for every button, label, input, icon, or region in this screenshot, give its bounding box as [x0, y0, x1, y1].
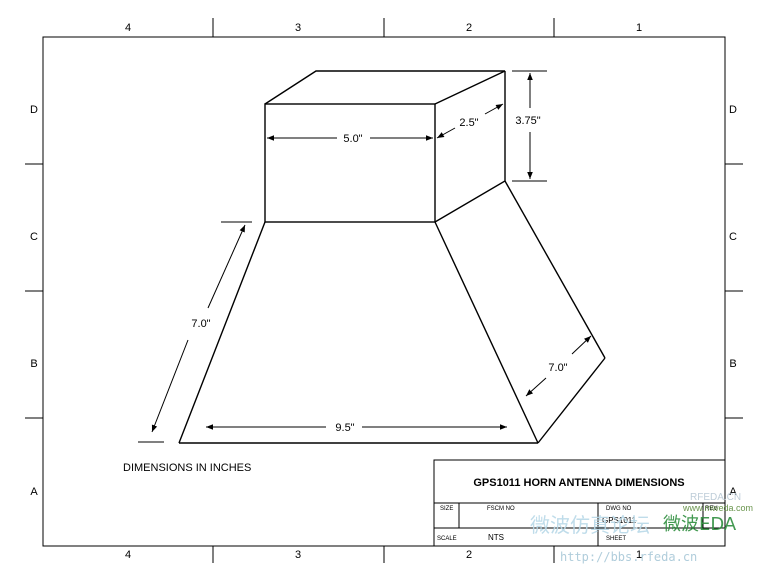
- flare-side-bottom-edge: [537, 357, 606, 444]
- top-col-4: 4: [125, 22, 131, 34]
- left-row-a: A: [30, 486, 38, 498]
- dimension-lines: [138, 70, 592, 443]
- dwg-no-label: DWG NO: [606, 506, 632, 512]
- rev-label: REV: [705, 506, 717, 512]
- size-label: SIZE: [440, 506, 453, 512]
- bottom-col-4: 4: [125, 549, 131, 561]
- dwg-no-value: GPS1011: [602, 516, 637, 525]
- flare-left-edge: [178, 221, 266, 444]
- dim-top-depth-label: 2.5": [459, 117, 478, 129]
- box-front-face: [264, 103, 436, 223]
- title-block: [433, 459, 726, 547]
- dim-top-width-label: 5.0": [343, 133, 362, 145]
- sheet-label: SHEET: [606, 536, 626, 542]
- bottom-zone-ticks: [212, 546, 555, 563]
- dim-right-slant-label: 7.0": [548, 362, 567, 374]
- top-col-2: 2: [466, 22, 472, 34]
- flare-front-right-edge: [434, 221, 539, 444]
- watermark-chinese: 微波仿真论坛: [530, 513, 650, 537]
- box-right-face: [434, 71, 506, 223]
- bottom-col-2: 2: [466, 549, 472, 561]
- left-zone-ticks: [25, 163, 43, 419]
- dim-left-slant-label: 7.0": [191, 318, 210, 330]
- left-row-c: C: [30, 231, 38, 243]
- flare-back-right-edge: [504, 180, 606, 359]
- left-row-b: B: [30, 358, 37, 370]
- right-row-a: A: [729, 486, 737, 498]
- top-col-1: 1: [636, 22, 642, 34]
- box-top-face: [264, 70, 506, 105]
- top-col-3: 3: [295, 22, 301, 34]
- watermark-url-1: www.mweda.com: [682, 503, 753, 513]
- watermark: RFEDA.CN www.mweda.com 微波仿真论坛 微波EDA http…: [530, 492, 753, 564]
- dimensions-note: DIMENSIONS IN INCHES: [123, 462, 251, 474]
- watermark-brand: RFEDA.CN: [690, 492, 741, 503]
- watermark-logo: 微波EDA: [663, 514, 737, 535]
- right-row-d: D: [729, 104, 737, 116]
- dim-bottom-width-label: 9.5": [335, 422, 354, 434]
- watermark-url-2: http://bbs.rfeda.cn: [560, 550, 697, 564]
- left-row-d: D: [30, 104, 38, 116]
- right-row-c: C: [729, 231, 737, 243]
- right-row-b: B: [729, 358, 736, 370]
- scale-value: NTS: [488, 533, 504, 542]
- scale-label: SCALE: [437, 536, 457, 542]
- drawing-title: GPS1011 HORN ANTENNA DIMENSIONS: [473, 477, 684, 489]
- horn-antenna-outline: [178, 70, 606, 444]
- top-zone-ticks: [212, 18, 555, 37]
- fscm-label: FSCM NO: [487, 506, 515, 512]
- dim-height-label: 3.75": [515, 115, 540, 127]
- bottom-col-1: 1: [636, 549, 642, 561]
- bottom-col-3: 3: [295, 549, 301, 561]
- right-zone-ticks: [725, 163, 743, 419]
